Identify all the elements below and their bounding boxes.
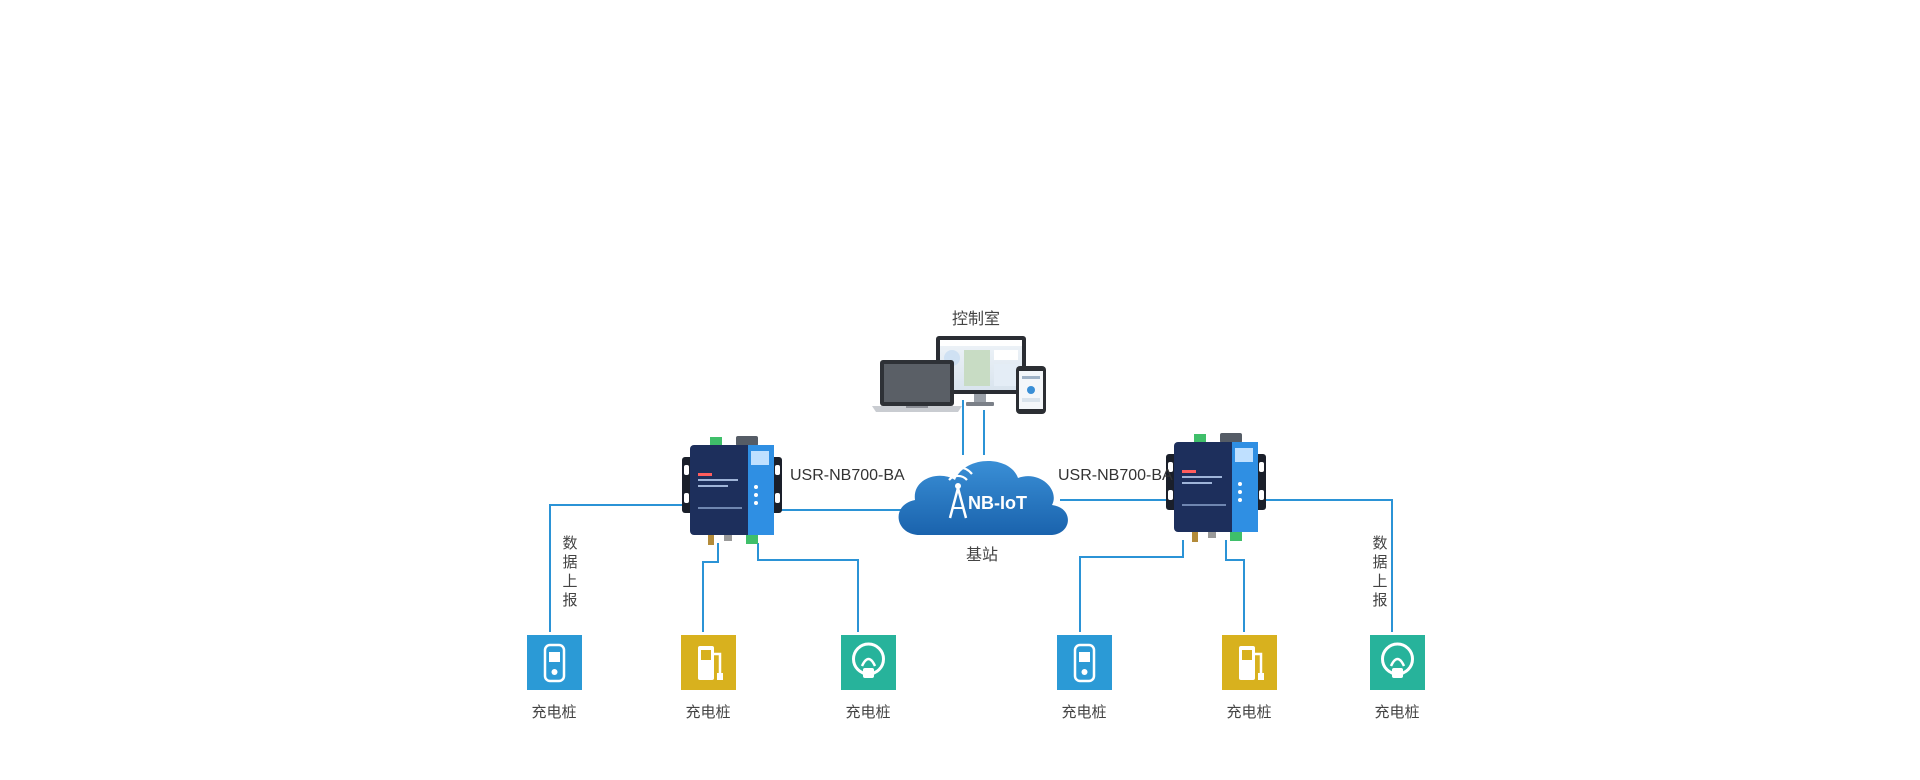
phone-charger-icon (543, 643, 566, 683)
charger-1: 充电桩 (527, 635, 582, 721)
bulb-charger-icon (1381, 642, 1414, 678)
svg-text:上: 上 (1372, 572, 1387, 590)
fuel-pump-icon (1239, 646, 1264, 680)
charger-label: 充电桩 (685, 703, 730, 721)
connection-lines (549, 400, 1393, 632)
svg-text:据: 据 (1372, 553, 1387, 571)
charger-label: 充电桩 (1061, 703, 1106, 721)
phone-icon (1016, 366, 1046, 414)
charger-label: 充电桩 (1226, 703, 1271, 721)
base-station-label: 基站 (966, 545, 998, 564)
charger-6: 充电桩 (1370, 635, 1425, 721)
nb-iot-cloud: NB-IoT 基站 (898, 460, 1068, 564)
gateway-device-right: USR-NB700-BA (1058, 433, 1266, 542)
bulb-charger-icon (852, 642, 885, 678)
gateway-icon (1166, 433, 1266, 542)
svg-text:报: 报 (1372, 591, 1387, 609)
charger-2: 充电桩 (681, 635, 736, 721)
charger-3: 充电桩 (841, 635, 896, 721)
svg-text:报: 报 (562, 591, 577, 609)
data-report-label-right: 数 据 上 报 (1372, 534, 1387, 609)
charger-4: 充电桩 (1057, 635, 1112, 721)
svg-text:数: 数 (1372, 534, 1387, 552)
charger-label: 充电桩 (1374, 703, 1419, 721)
charger-label: 充电桩 (845, 703, 890, 721)
control-room: 控制室 (872, 309, 1046, 414)
cloud-text: NB-IoT (968, 493, 1027, 513)
data-report-label-left: 数 据 上 报 (562, 534, 577, 609)
antenna-tower-icon (943, 466, 973, 519)
control-room-label: 控制室 (952, 309, 1000, 328)
svg-text:数: 数 (562, 534, 577, 552)
gateway-device-left: USR-NB700-BA (682, 436, 905, 545)
charger-label: 充电桩 (531, 703, 576, 721)
phone-charger-icon (1073, 643, 1096, 683)
charger-5: 充电桩 (1222, 635, 1277, 721)
svg-text:上: 上 (562, 572, 577, 590)
svg-text:据: 据 (562, 553, 577, 571)
gateway-label: USR-NB700-BA (1058, 467, 1173, 484)
gateway-icon (682, 436, 782, 545)
gateway-label: USR-NB700-BA (790, 467, 905, 484)
laptop-icon (872, 360, 962, 412)
fuel-pump-icon (698, 646, 723, 680)
